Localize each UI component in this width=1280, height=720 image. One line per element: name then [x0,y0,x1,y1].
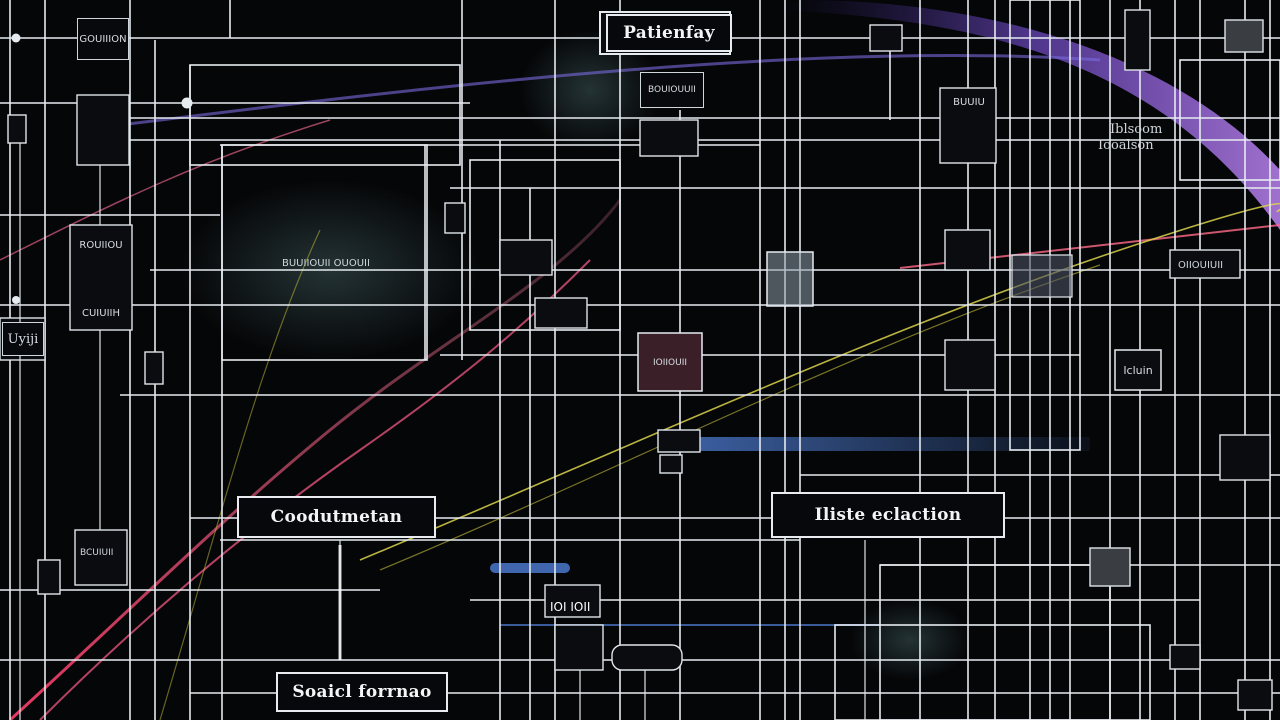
center-chip [766,251,814,307]
right-text-2: Iooalson [1098,138,1154,153]
left-edge-box: Uyiji [2,322,44,356]
label-middle-left: Coodutmetan [237,496,436,538]
top-left-box: GOUIIION [77,18,129,60]
right-row-text: OIIOUIUII [1178,260,1224,271]
pink-curve [39,259,591,720]
right-box: Icluin [1123,363,1153,377]
center-chip [1011,254,1073,298]
purple-sweep-thin [79,53,1101,132]
yellow-curve [159,229,321,720]
right-text-1: Iblsoom [1110,122,1163,137]
top-center-box: BOUIOUUII [640,72,704,108]
center-box: IOIIOUII [652,358,688,368]
left-box-upper: ROUIIOU [79,239,123,251]
bottom-center-digits: IOI IOII [550,600,591,614]
top-right-box: BUUIU [953,96,985,108]
center-chip [637,332,703,392]
label-middle-right: Iliste eclaction [771,492,1005,538]
glow [850,600,970,680]
label-top: Patienfay [606,14,732,52]
center-chip [1114,349,1162,391]
yellow-curve [379,264,1101,571]
left-box-lower: CUIUIIH [82,307,120,319]
component-chips [0,9,1273,711]
bottom-left-small: BCUIUII [80,548,114,558]
label-bottom: Soaicl forrnao [276,672,448,712]
blue-bar [700,437,1090,451]
mid-left-text: BUUIIOUII OUOUII [282,258,370,269]
